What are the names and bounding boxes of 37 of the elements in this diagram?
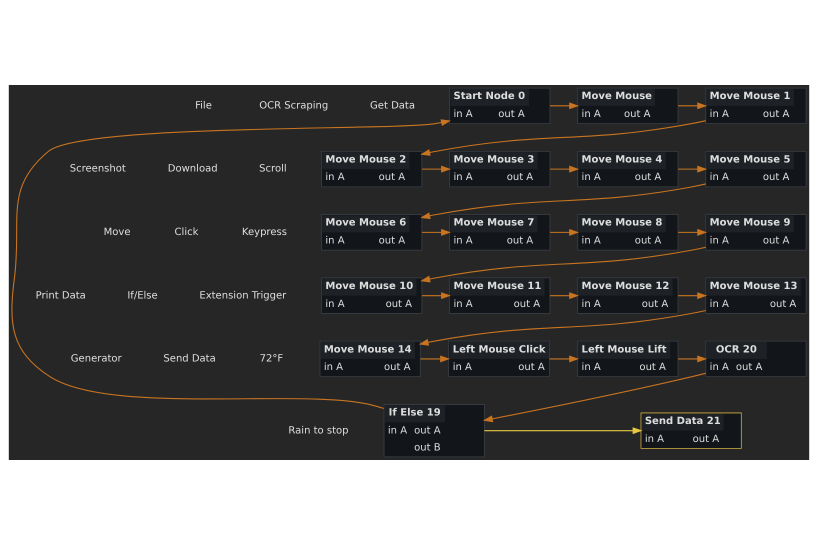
label: Extension Trigger — [199, 290, 286, 301]
arrow — [420, 246, 706, 282]
label: If/Else — [127, 290, 158, 301]
arrow — [420, 182, 706, 219]
label: Keypress — [242, 226, 287, 238]
arrow — [678, 354, 708, 362]
arrow — [422, 165, 451, 172]
label: Screenshot — [70, 163, 126, 174]
label: OCR Scraping — [259, 100, 328, 111]
label: Click — [174, 226, 198, 238]
arrow — [678, 292, 708, 299]
arrow — [12, 118, 451, 408]
arrow — [420, 354, 450, 362]
arrow — [550, 354, 580, 362]
arrow — [420, 120, 706, 156]
arrow — [550, 292, 580, 299]
label: Rain to stop — [288, 424, 348, 436]
arrow — [422, 228, 451, 236]
arrow — [550, 228, 580, 236]
arrow — [550, 165, 580, 172]
arrow — [678, 165, 708, 172]
label: Scroll — [259, 163, 287, 174]
label: Generator — [70, 353, 122, 364]
label: File — [195, 100, 212, 111]
arrow — [550, 102, 580, 109]
arrow — [482, 372, 706, 422]
arrow — [678, 228, 708, 236]
label: Get Data — [370, 100, 416, 111]
arrow — [484, 426, 642, 434]
label: 72°F — [260, 353, 284, 364]
label: Print Data — [36, 290, 86, 301]
arrow — [678, 102, 708, 109]
label: Move — [104, 226, 130, 238]
label: Send Data — [163, 353, 216, 364]
label: Download — [168, 163, 218, 174]
arrow — [422, 292, 451, 299]
arrow — [418, 309, 706, 346]
